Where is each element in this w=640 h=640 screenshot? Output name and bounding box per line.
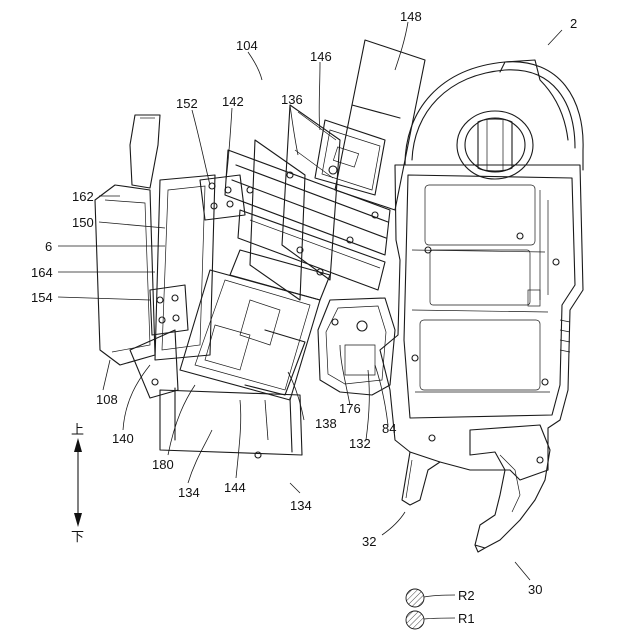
label-104: 104 — [236, 38, 258, 53]
label-180: 180 — [152, 457, 174, 472]
top-box-148 — [315, 40, 425, 210]
lower-blade — [470, 425, 550, 552]
label-32: 32 — [362, 534, 376, 549]
reference-numerals: 148 2 104 146 152 142 136 162 150 6 164 … — [31, 9, 577, 626]
handle-block — [152, 250, 330, 458]
label-162: 162 — [72, 189, 94, 204]
label-150: 150 — [72, 215, 94, 230]
label-84: 84 — [382, 421, 396, 436]
legend-r2: R2 — [458, 588, 475, 603]
label-down: 下 — [71, 530, 84, 545]
r2-swatch — [406, 589, 424, 607]
label-142: 142 — [222, 94, 244, 109]
label-134-left: 134 — [178, 485, 200, 500]
label-134-right: 134 — [290, 498, 312, 513]
main-housing — [380, 60, 583, 480]
label-146: 146 — [310, 49, 332, 64]
direction-arrow — [74, 438, 82, 527]
r1-swatch — [406, 611, 424, 629]
legend-symbols — [406, 589, 455, 629]
label-138: 138 — [315, 416, 337, 431]
label-6: 6 — [45, 239, 52, 254]
label-152: 152 — [176, 96, 198, 111]
label-164: 164 — [31, 265, 53, 280]
label-108: 108 — [96, 392, 118, 407]
label-30: 30 — [528, 582, 542, 597]
leader-lines — [58, 22, 562, 580]
label-132: 132 — [349, 436, 371, 451]
label-154: 154 — [31, 290, 53, 305]
label-140: 140 — [112, 431, 134, 446]
legend-r1: R1 — [458, 611, 475, 626]
label-up: 上 — [71, 423, 84, 438]
slanted-assembly-136 — [225, 105, 390, 300]
front-housing-108 — [95, 115, 215, 398]
label-148: 148 — [400, 9, 422, 24]
label-136: 136 — [281, 92, 303, 107]
label-176: 176 — [339, 401, 361, 416]
label-2: 2 — [570, 16, 577, 31]
label-144: 144 — [224, 480, 246, 495]
